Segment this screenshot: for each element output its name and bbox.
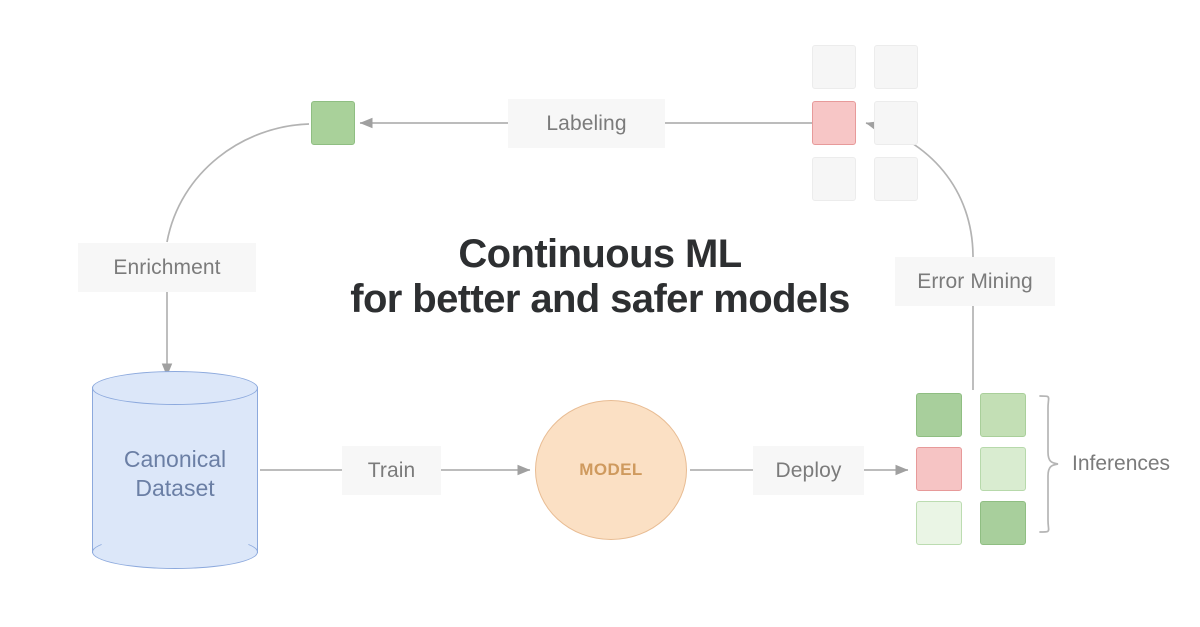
cylinder-body	[92, 387, 258, 553]
inference-cell-r2c2[interactable]	[980, 447, 1026, 491]
edge-label-enrichment-text: Enrichment	[113, 256, 221, 279]
canonical-dataset-label-line-1: Canonical	[123, 446, 227, 472]
mined-error-grid	[812, 45, 918, 201]
edge-label-train-text: Train	[367, 459, 416, 482]
diagram-title: Continuous ML for better and safer model…	[290, 232, 910, 322]
mined-cell-r2c1[interactable]	[812, 101, 856, 145]
mined-cell-r2c2[interactable]	[874, 101, 918, 145]
inferences-brace	[1039, 395, 1059, 533]
inference-cell-r3c2[interactable]	[980, 501, 1026, 545]
edge-label-labeling-text: Labeling	[546, 112, 627, 135]
inference-cell-r1c1[interactable]	[916, 393, 962, 437]
labeled-example-square[interactable]	[311, 101, 355, 145]
edge-label-labeling[interactable]: Labeling	[508, 99, 665, 148]
mined-cell-r1c2[interactable]	[874, 45, 918, 89]
canonical-dataset-label-line-2: Dataset	[135, 475, 215, 502]
canonical-dataset-cylinder[interactable]: Canonical Dataset	[92, 371, 258, 569]
edge-label-deploy[interactable]: Deploy	[753, 446, 864, 495]
title-line-2: for better and safer models	[350, 277, 850, 322]
inferences-label-text: Inferences	[1072, 452, 1171, 475]
wire-green-to-enrichment	[166, 123, 310, 243]
edge-label-train[interactable]: Train	[342, 446, 441, 495]
mined-cell-r3c2[interactable]	[874, 157, 918, 201]
edge-label-deploy-text: Deploy	[775, 459, 842, 482]
canonical-dataset-label: Canonical Dataset	[92, 445, 258, 504]
title-line-1: Continuous ML	[458, 232, 742, 276]
model-node[interactable]: MODEL	[535, 400, 687, 540]
inference-cell-r1c2[interactable]	[980, 393, 1026, 437]
inference-grid	[916, 393, 1028, 545]
mined-cell-r1c1[interactable]	[812, 45, 856, 89]
mined-cell-r3c1[interactable]	[812, 157, 856, 201]
edge-label-enrichment[interactable]: Enrichment	[78, 243, 256, 292]
inference-cell-r2c1[interactable]	[916, 447, 962, 491]
model-label: MODEL	[579, 460, 643, 479]
cylinder-bottom	[92, 535, 258, 569]
edge-label-error-mining[interactable]: Error Mining	[895, 257, 1055, 306]
inferences-label: Inferences	[1072, 452, 1170, 476]
cylinder-top	[92, 371, 258, 405]
edge-label-error-mining-text: Error Mining	[917, 270, 1033, 293]
inference-cell-r3c1[interactable]	[916, 501, 962, 545]
